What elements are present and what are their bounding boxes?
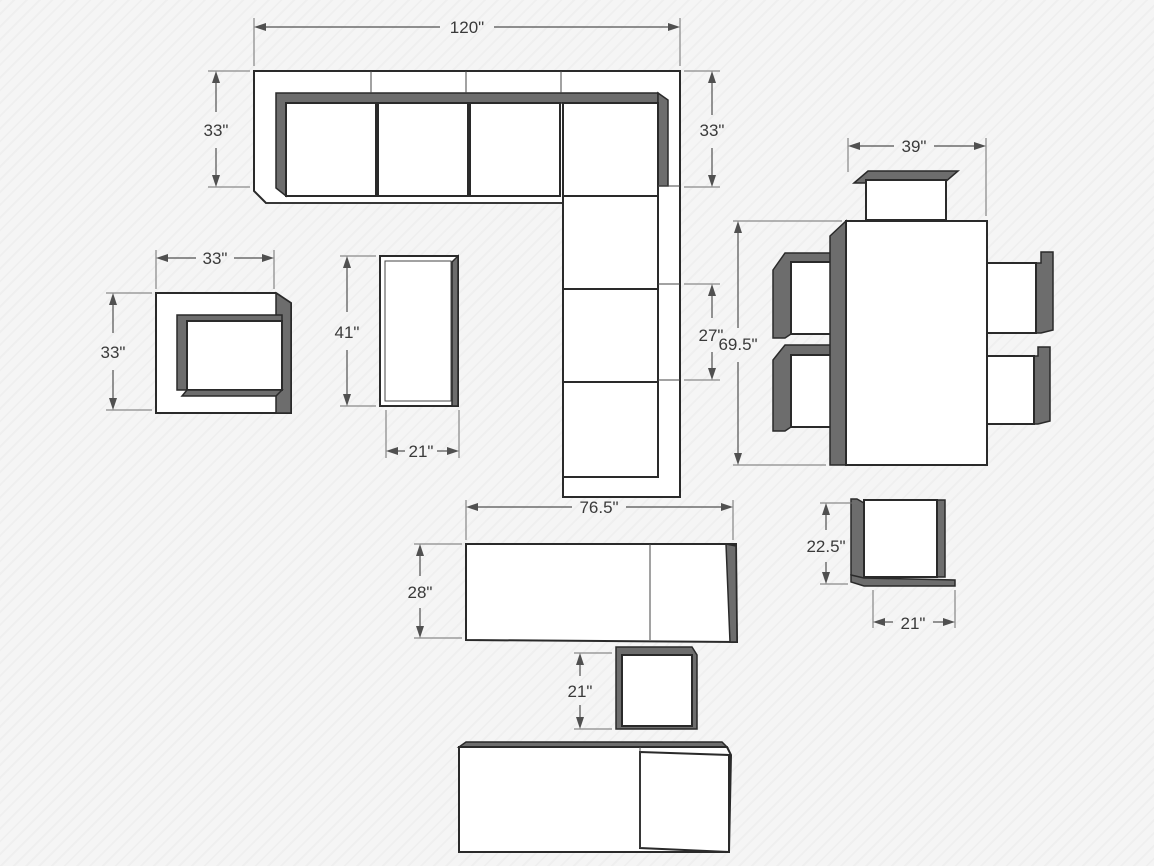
coffee-table (379, 254, 459, 407)
label-lounge-length: 76.5" (579, 498, 618, 517)
dimension-labels: 120" 33" 33" 33" 33" 41" 21" 27" 69.5" 3… (101, 18, 927, 701)
sectional-sofa (253, 70, 681, 498)
label-sectional-right-depth: 33" (700, 121, 725, 140)
label-chair-width: 33" (203, 249, 228, 268)
label-ottoman-size: 21" (568, 682, 593, 701)
label-dining-chair-depth: 22.5" (806, 537, 845, 556)
daybed-sofa (456, 741, 733, 854)
label-sectional-seat-depth: 27" (699, 326, 724, 345)
dimension-lines (106, 18, 987, 730)
label-coffee-table-length: 41" (335, 323, 360, 342)
armchair (155, 291, 292, 414)
label-sectional-width: 120" (450, 18, 484, 37)
label-dining-table-length: 69.5" (718, 335, 757, 354)
label-sectional-left-depth: 33" (204, 121, 229, 140)
ottoman (615, 646, 698, 730)
label-lounge-width: 28" (408, 583, 433, 602)
label-chair-depth: 33" (101, 343, 126, 362)
dining-set (772, 170, 1054, 466)
dining-chair (850, 498, 956, 587)
label-dining-chair-width: 21" (901, 614, 926, 633)
label-dining-table-width: 39" (902, 137, 927, 156)
label-coffee-table-width: 21" (409, 442, 434, 461)
chaise-lounge (465, 543, 739, 644)
